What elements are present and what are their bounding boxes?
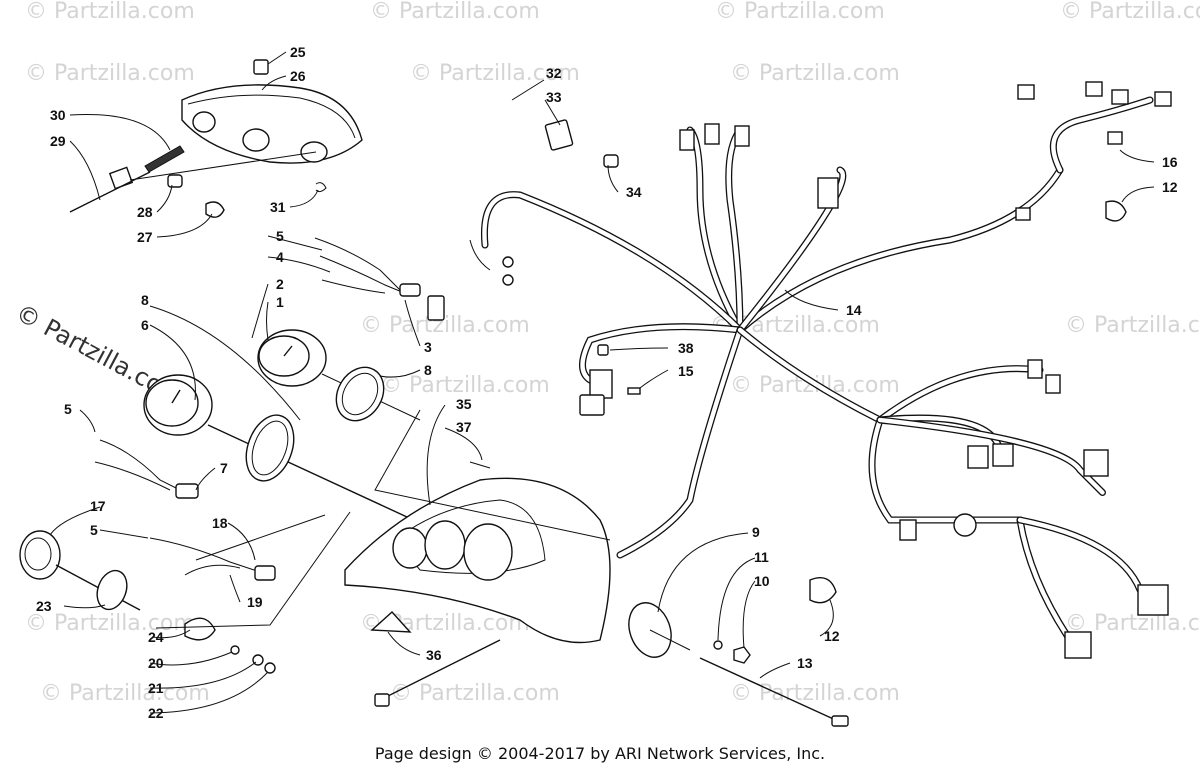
callout-22[interactable]: 22 [148, 705, 164, 721]
instrument-pod [344, 461, 611, 644]
watermark-text: © Partzilla.com [1065, 313, 1200, 338]
callout-10[interactable]: 10 [754, 573, 770, 589]
callout-6[interactable]: 6 [141, 317, 149, 333]
watermark-text: © Partzilla.com [410, 61, 580, 86]
speedometer-gauge [257, 329, 421, 421]
callout-37[interactable]: 37 [456, 419, 472, 435]
small-gauge [19, 530, 276, 674]
callout-20[interactable]: 20 [148, 655, 164, 671]
callout-11[interactable]: 11 [754, 549, 769, 565]
callout-33[interactable]: 33 [546, 89, 562, 105]
callout-5[interactable]: 5 [276, 228, 284, 244]
speedometer-cable [374, 200, 1127, 727]
watermark-text: © Partzilla.com [25, 611, 195, 636]
callout-18[interactable]: 18 [212, 515, 228, 531]
gauge-ring [245, 366, 385, 482]
callout-21[interactable]: 21 [148, 680, 164, 696]
callout-1[interactable]: 1 [276, 294, 284, 310]
callout-30[interactable]: 30 [50, 107, 66, 123]
callout-13[interactable]: 13 [797, 655, 813, 671]
callout-32[interactable]: 32 [546, 65, 562, 81]
watermark-text: © Partzilla.com [730, 61, 900, 86]
gauge-harness [94, 237, 445, 581]
callout-35[interactable]: 35 [456, 396, 472, 412]
callout-3[interactable]: 3 [424, 339, 432, 355]
footer-copyright: Page design © 2004-2017 by ARI Network S… [374, 744, 826, 763]
callout-29[interactable]: 29 [50, 133, 66, 149]
watermark-text: © Partzilla.com [370, 0, 540, 24]
callout-12[interactable]: 12 [824, 628, 840, 644]
callout-24[interactable]: 24 [148, 629, 164, 645]
callout-5[interactable]: 5 [64, 401, 72, 417]
watermark-text: © Partzilla.com [360, 313, 530, 338]
callout-36[interactable]: 36 [426, 647, 442, 663]
callout-19[interactable]: 19 [247, 594, 263, 610]
callout-numbers: 25 26 30 29 28 27 31 32 33 34 16 12 14 3… [36, 44, 1178, 721]
watermark-text: © Partzilla.com [25, 61, 195, 86]
guide-lines [155, 409, 611, 629]
callout-12[interactable]: 12 [1162, 179, 1178, 195]
callout-8[interactable]: 8 [424, 362, 432, 378]
callout-27[interactable]: 27 [137, 229, 153, 245]
callout-9[interactable]: 9 [752, 524, 760, 540]
callout-23[interactable]: 23 [36, 598, 52, 614]
callout-16[interactable]: 16 [1162, 154, 1178, 170]
callout-7[interactable]: 7 [220, 460, 228, 476]
callout-14[interactable]: 14 [846, 302, 862, 318]
callout-38[interactable]: 38 [678, 340, 694, 356]
watermark-text: © Partzilla.com [1060, 0, 1200, 24]
watermark-text: © Partzilla.com [40, 681, 210, 706]
leader-lines [49, 51, 1155, 714]
callout-2[interactable]: 2 [276, 276, 284, 292]
watermark-text: © Partzilla.com [730, 681, 900, 706]
watermark-text: © Partzilla.com [25, 0, 195, 24]
callout-5[interactable]: 5 [90, 522, 98, 538]
watermark-text: © Partzilla.com [380, 373, 550, 398]
watermark-text: © Partzilla.com [715, 0, 885, 24]
callout-26[interactable]: 26 [290, 68, 306, 84]
callout-31[interactable]: 31 [270, 199, 286, 215]
callout-8[interactable]: 8 [141, 292, 149, 308]
callout-17[interactable]: 17 [90, 498, 106, 514]
callout-15[interactable]: 15 [678, 363, 694, 379]
callout-25[interactable]: 25 [290, 44, 306, 60]
watermark-text: © Partzilla.com [390, 681, 560, 706]
headlight-assembly [69, 59, 363, 218]
callout-4[interactable]: 4 [276, 249, 284, 265]
wiring-harness [469, 81, 1172, 659]
callout-34[interactable]: 34 [626, 184, 642, 200]
callout-28[interactable]: 28 [137, 204, 153, 220]
